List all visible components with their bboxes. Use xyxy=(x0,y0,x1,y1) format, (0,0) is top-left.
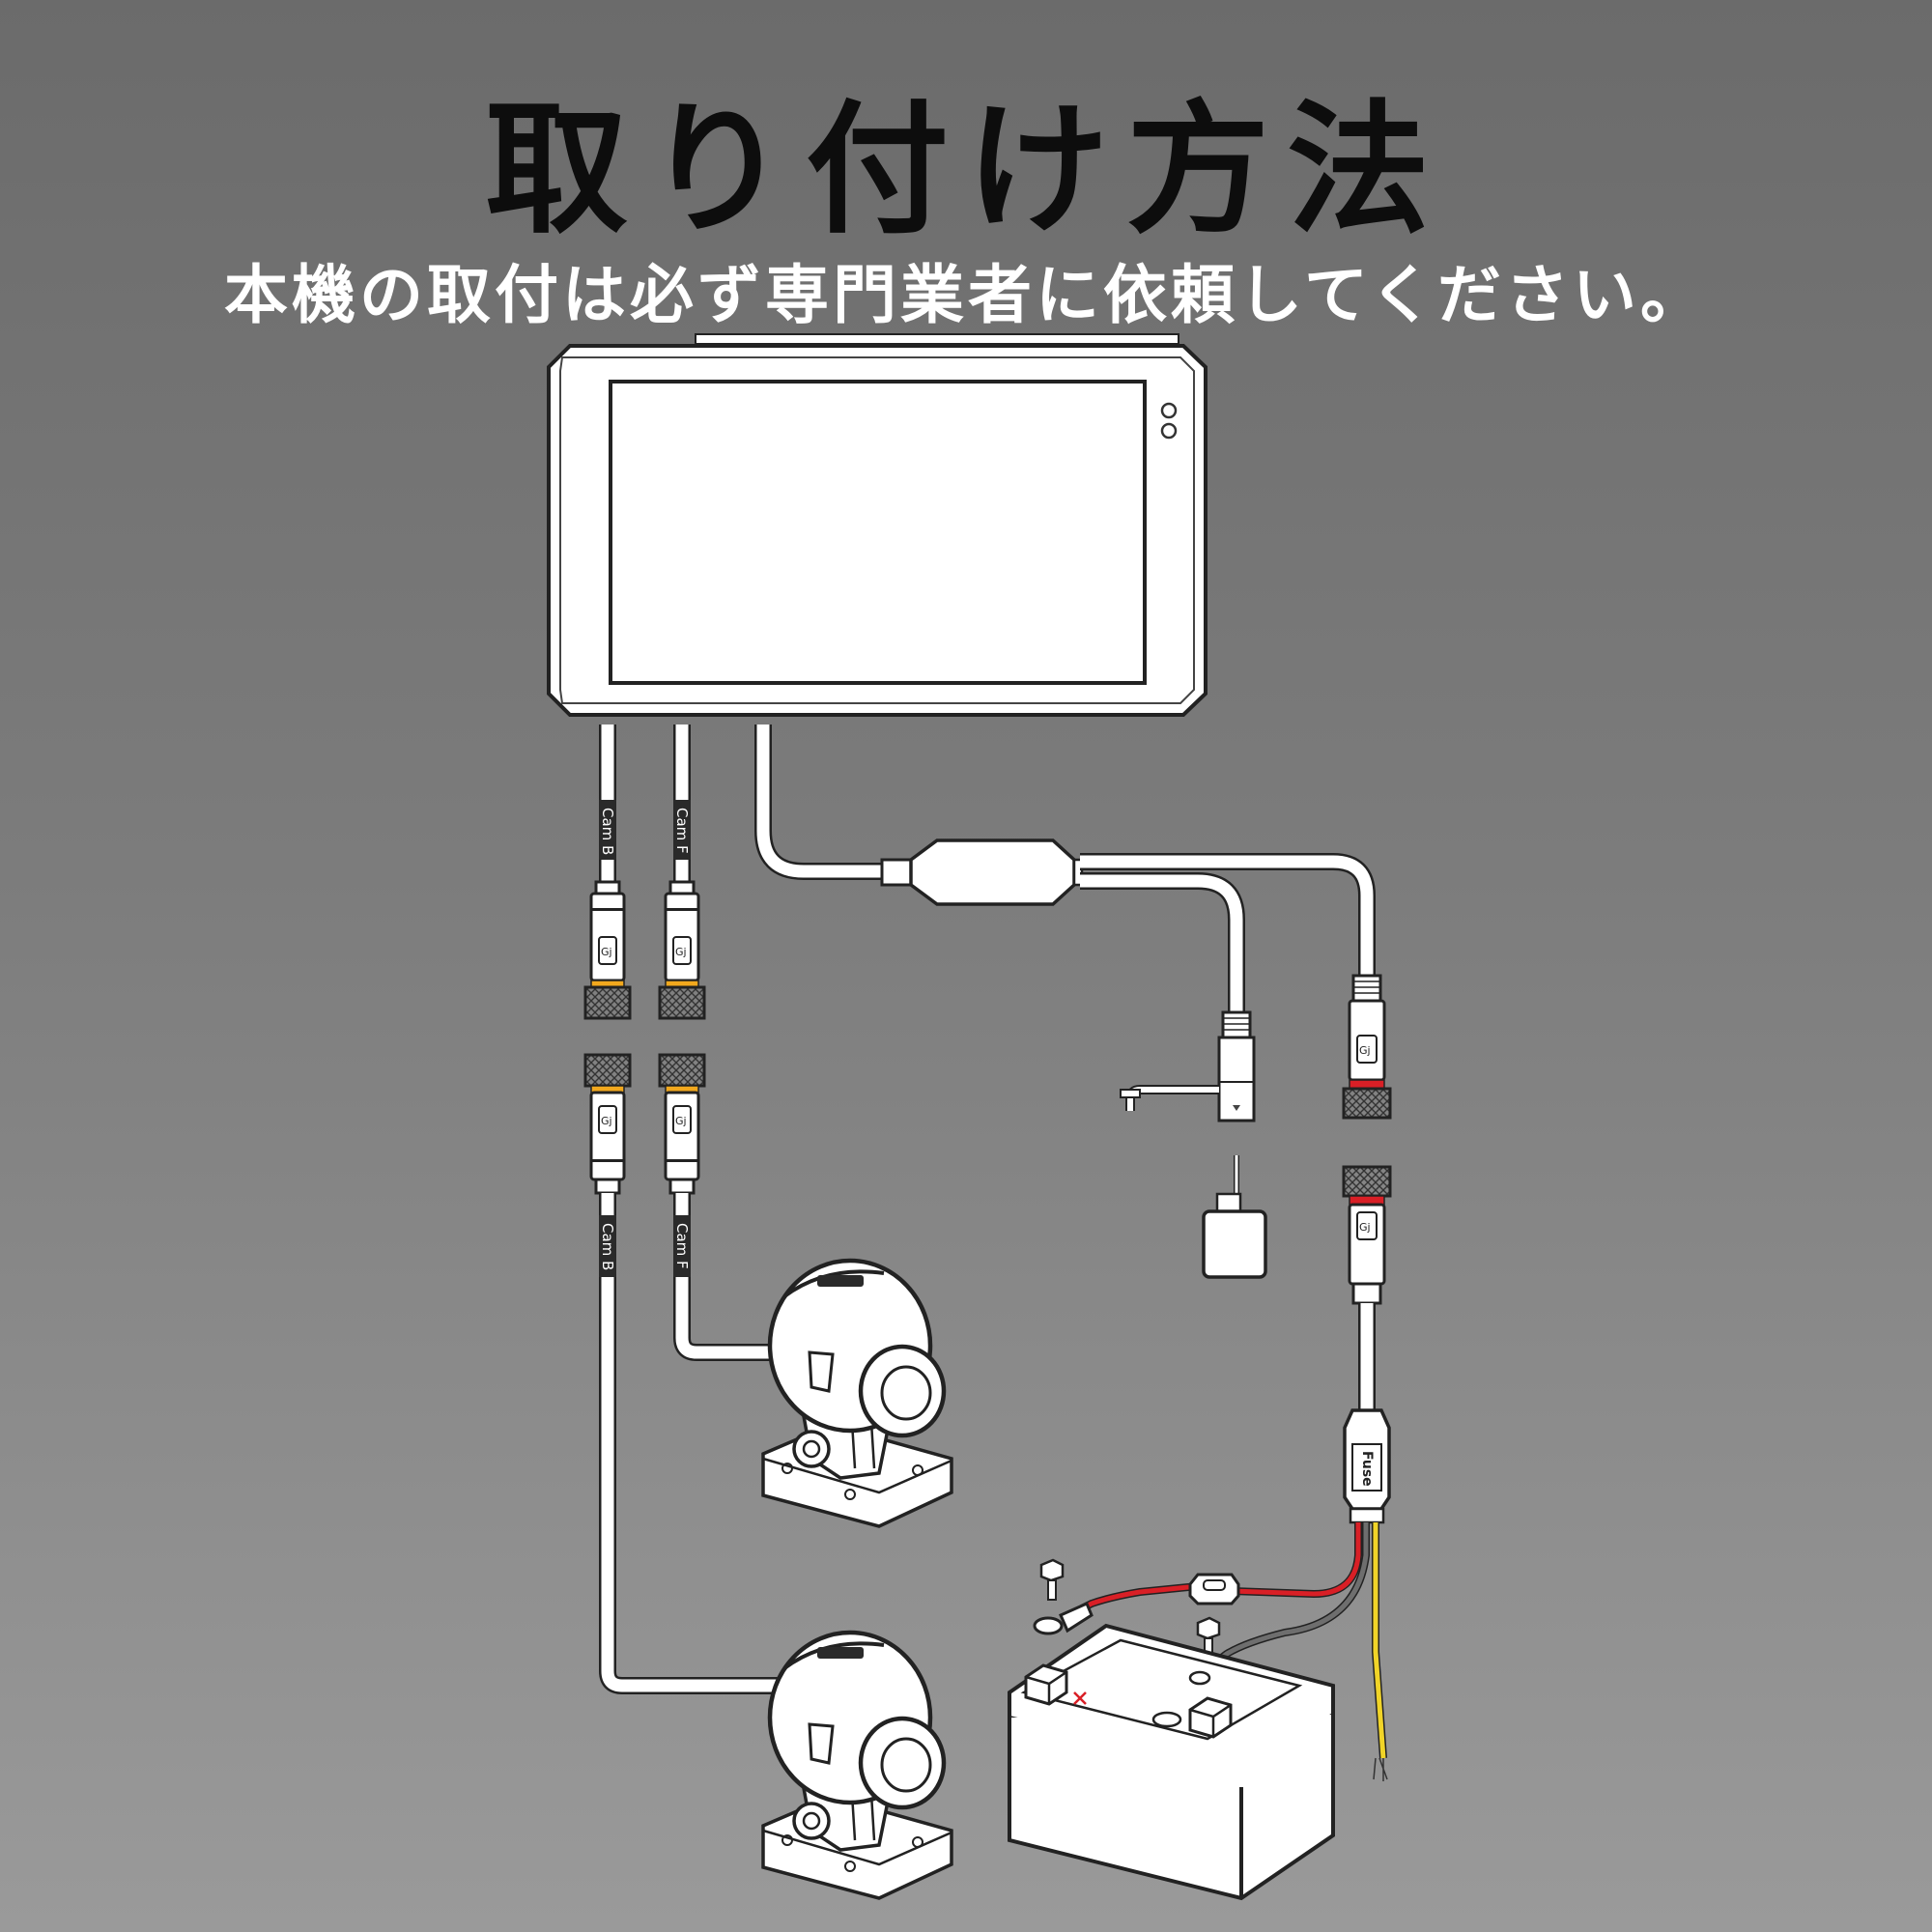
cam-f-cable-top: Cam F Gj xyxy=(658,724,706,1020)
cam-b-label: Cam B xyxy=(599,808,616,855)
monitor-screen xyxy=(609,380,1147,685)
connector-logo-icon xyxy=(1356,1211,1378,1240)
battery xyxy=(1008,1558,1335,1901)
svg-text:Gj: Gj xyxy=(675,1115,687,1127)
connector-logo-icon xyxy=(672,936,692,965)
cam-f-cable-bottom: Gj Cam F xyxy=(658,1053,792,1361)
svg-text:Gj: Gj xyxy=(1359,1044,1371,1057)
sensor-icon xyxy=(1160,422,1178,440)
power-connector-bottom: Gj xyxy=(1342,1165,1392,1415)
connector-logo-icon xyxy=(672,1105,692,1134)
junction-box xyxy=(909,838,1076,906)
cam-f-label: Cam F xyxy=(673,1223,691,1269)
fuse-label: Fuse xyxy=(1359,1451,1375,1487)
battery-wires xyxy=(1080,1522,1388,1781)
svg-text:Gj: Gj xyxy=(1359,1221,1371,1234)
page-title: 取り付け方法 xyxy=(485,87,1447,253)
cam-b-label: Cam B xyxy=(599,1223,616,1270)
positive-mark-icon xyxy=(1073,1691,1087,1705)
rear-camera xyxy=(761,1630,953,1900)
connector-logo-icon xyxy=(598,936,617,965)
cam-b-cable-bottom: Gj Cam B xyxy=(583,1053,792,1694)
cam-b-cable-top: Cam B Gj xyxy=(583,724,632,1020)
svg-text:Gj: Gj xyxy=(601,1115,612,1127)
gps-connector xyxy=(1120,1010,1256,1122)
fuse-holder: Fuse xyxy=(1343,1408,1391,1524)
svg-text:Gj: Gj xyxy=(675,946,687,958)
cam-f-label: Cam F xyxy=(673,808,691,854)
svg-text:Gj: Gj xyxy=(601,946,612,958)
monitor xyxy=(547,333,1208,717)
power-connector-top: Gj xyxy=(1342,974,1392,1120)
positive-bolt-icon xyxy=(1039,1558,1065,1601)
connector-logo-icon xyxy=(1356,1035,1378,1064)
sensor-icon xyxy=(1160,402,1178,419)
connector-logo-icon xyxy=(598,1105,617,1134)
front-camera xyxy=(761,1258,953,1528)
power-cable xyxy=(754,724,1376,1014)
gps-module xyxy=(1202,1155,1267,1279)
installation-notice: 本機の取付は必ず専門業者に依頼してください。 xyxy=(223,258,1709,332)
